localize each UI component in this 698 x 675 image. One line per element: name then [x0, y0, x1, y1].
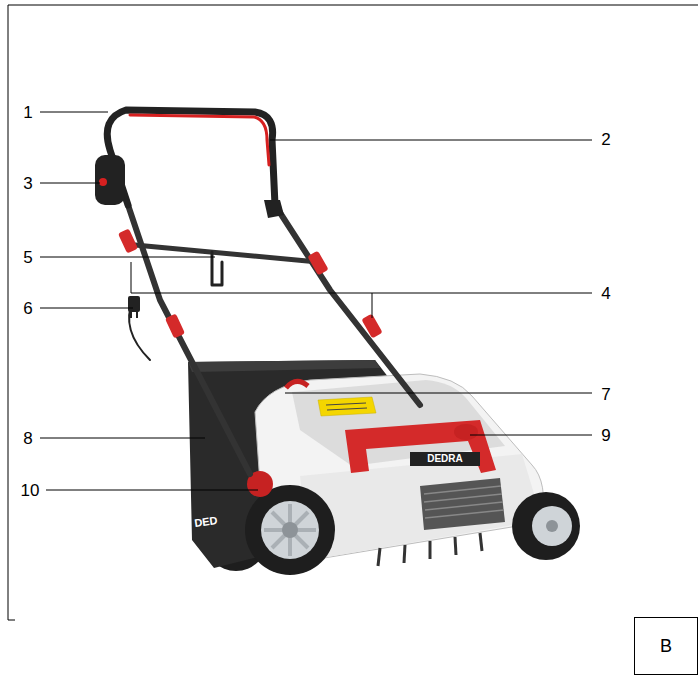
callout-number: 5 [23, 249, 32, 266]
callout-number: 8 [23, 430, 32, 447]
leader-lines [40, 112, 592, 490]
power-plug [128, 296, 140, 318]
handle [107, 110, 420, 474]
callout-number: 9 [601, 427, 610, 444]
section-letter-box: B [634, 617, 698, 675]
callout-number: 4 [601, 285, 610, 302]
brand-logo: DED [194, 515, 219, 529]
handle-knob [264, 200, 284, 218]
callout-number: 6 [23, 300, 32, 317]
callout-number: 3 [23, 175, 32, 192]
brand-logo: DEDRA [427, 454, 463, 464]
switch-box [95, 155, 125, 205]
callout-number: 10 [21, 482, 40, 499]
front-wheel [512, 492, 580, 560]
deck-body [255, 374, 544, 566]
callout-number: 2 [601, 131, 610, 148]
section-letter: B [660, 636, 672, 657]
rear-wheel [245, 485, 335, 575]
callout-number: 1 [23, 104, 32, 121]
callout-number: 7 [601, 386, 610, 403]
handle-clamps [118, 228, 383, 338]
page-frame [8, 5, 698, 620]
